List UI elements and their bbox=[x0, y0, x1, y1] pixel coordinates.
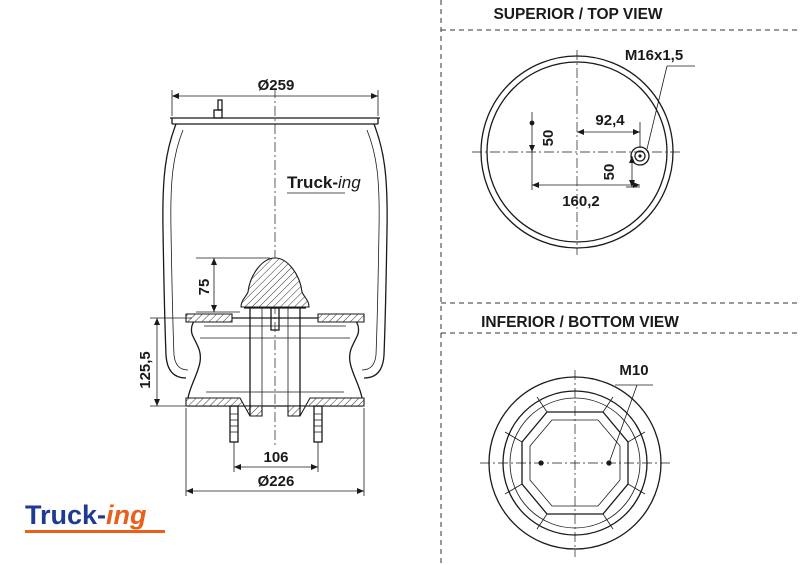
logo-small-accent: ing bbox=[338, 173, 361, 192]
bottom-view-drawing: M10 bbox=[480, 362, 670, 557]
bottom-thread-label: M10 bbox=[619, 362, 648, 379]
air-spring-side-view: Ø259 75 125,5 106 Ø226 Truck-ing bbox=[137, 77, 388, 496]
top-dim-offset-y2: 50 bbox=[601, 164, 618, 181]
logo-small-main: Truck- bbox=[287, 173, 338, 192]
dim-bottom-diameter: Ø226 bbox=[258, 473, 295, 490]
bottom-view-heading: INFERIOR / BOTTOM VIEW bbox=[481, 314, 679, 331]
brand-logo-small: Truck-ing bbox=[287, 173, 361, 194]
dim-height-lower: 125,5 bbox=[137, 351, 154, 389]
top-dim-offset-x: 92,4 bbox=[595, 112, 625, 129]
logo-main: Truck- bbox=[25, 500, 106, 530]
top-view-heading: SUPERIOR / TOP VIEW bbox=[493, 6, 662, 23]
svg-text:Truck-ing: Truck-ing bbox=[287, 173, 361, 192]
brand-logo: Truck-ing bbox=[25, 500, 165, 533]
logo-accent: ing bbox=[106, 500, 147, 530]
top-view-drawing: M16x1,5 92,4 50 50 160,2 bbox=[472, 47, 695, 255]
dim-piston-spacing: 106 bbox=[263, 449, 288, 466]
dim-height-upper: 75 bbox=[196, 279, 213, 296]
dim-top-diameter: Ø259 bbox=[258, 77, 295, 94]
top-dim-width: 160,2 bbox=[562, 193, 600, 210]
top-dim-offset-y1: 50 bbox=[540, 130, 557, 147]
top-thread-label: M16x1,5 bbox=[625, 47, 683, 64]
svg-text:Truck-ing: Truck-ing bbox=[25, 500, 147, 530]
